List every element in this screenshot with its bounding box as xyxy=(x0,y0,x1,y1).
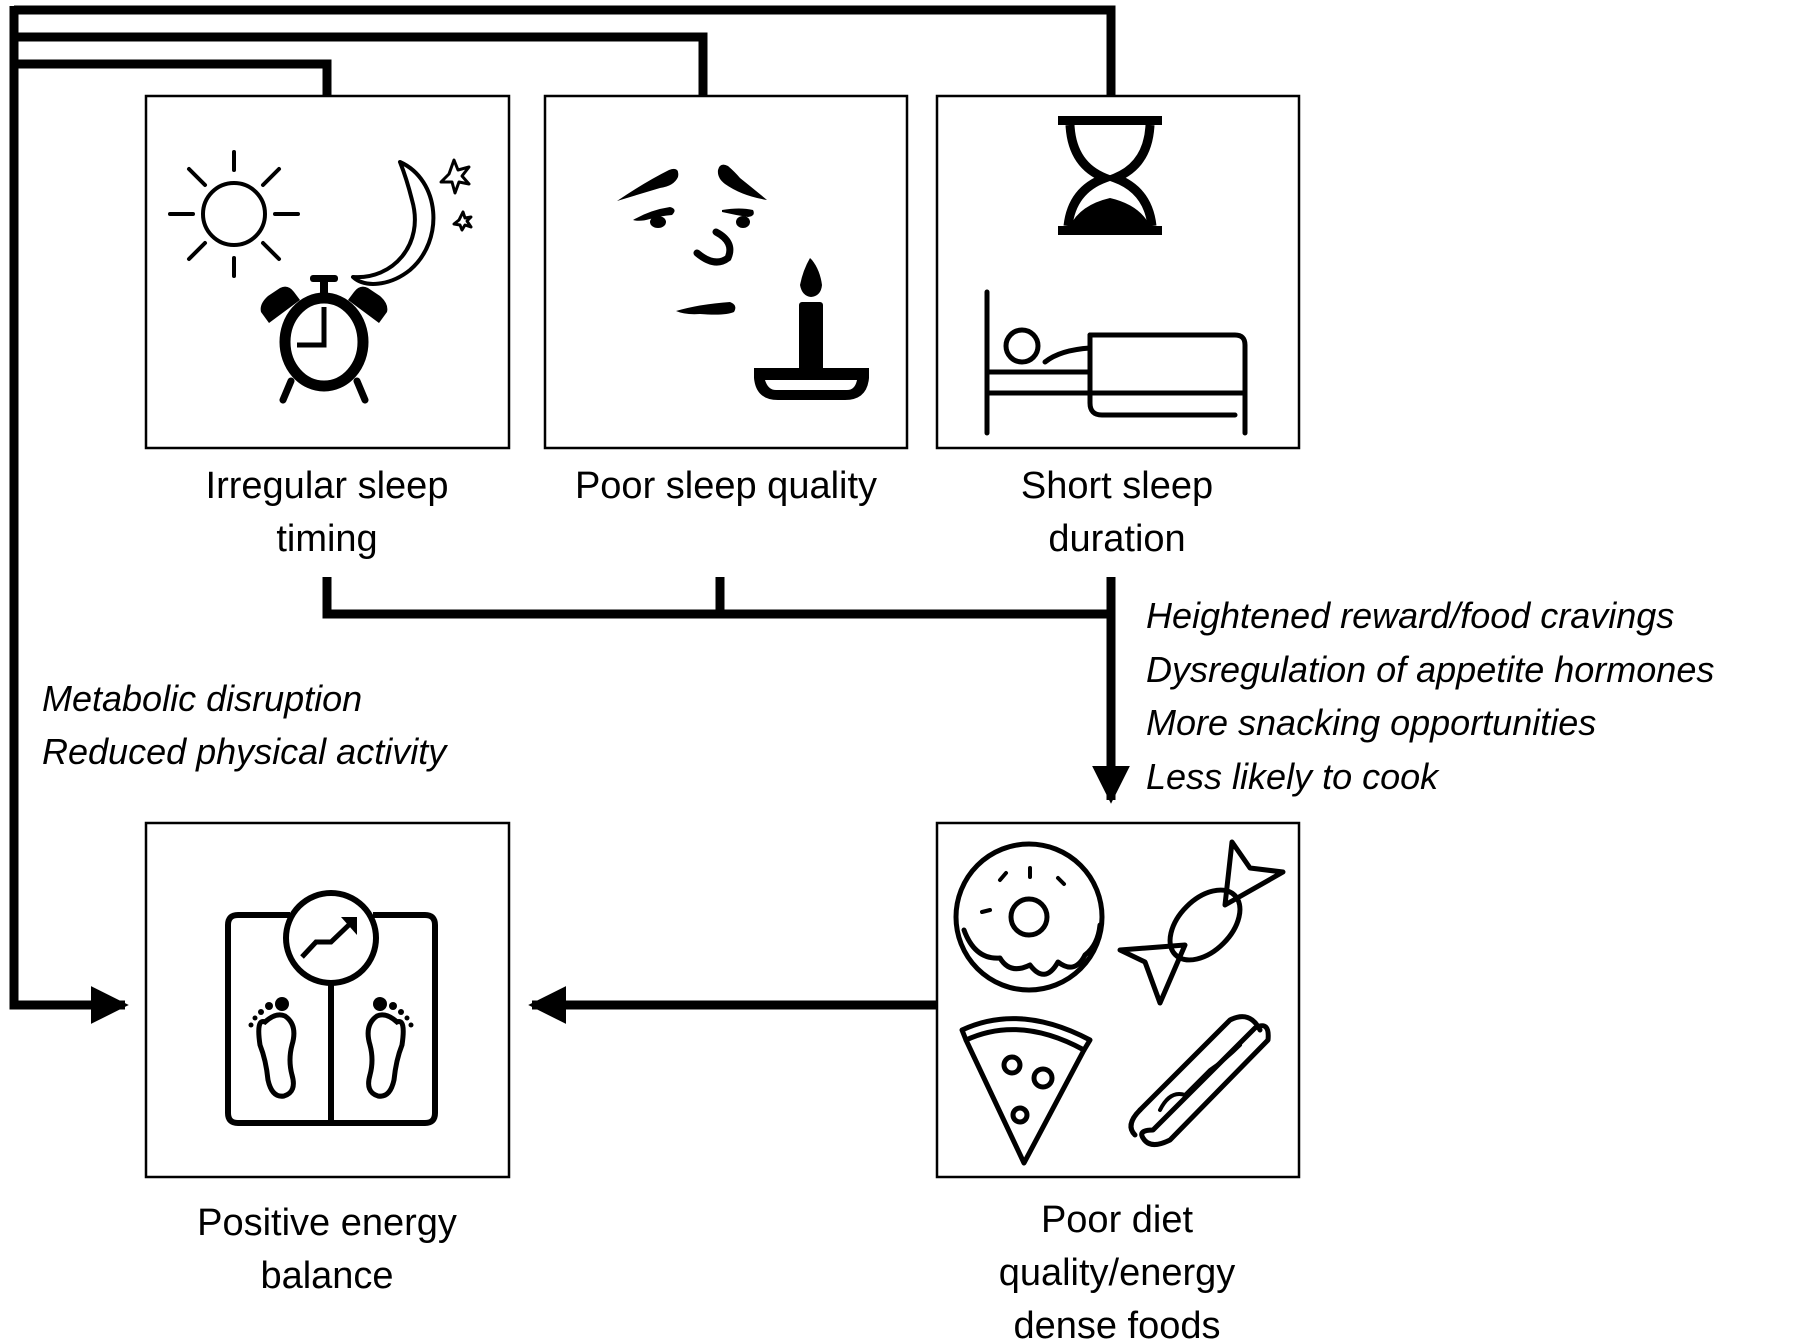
node-label-diet-line3: dense foods xyxy=(1013,1305,1220,1344)
node-label-diet-line1: Poor diet xyxy=(1041,1199,1194,1241)
star-small-icon xyxy=(452,210,473,232)
edge-short-duration-to-energy xyxy=(14,5,1116,96)
mechanism-text: Dysregulation of appetite hormones xyxy=(1146,649,1714,690)
node-box xyxy=(935,821,1301,1179)
node-label-irregular-line2: timing xyxy=(276,518,377,560)
tired-face-icon xyxy=(617,164,767,315)
node-positive-energy-balance xyxy=(144,821,511,1179)
weighing-scale-icon xyxy=(225,890,438,1126)
alarm-clock-icon xyxy=(260,275,388,404)
node-box xyxy=(935,94,1301,450)
node-poor-sleep-quality xyxy=(543,94,909,450)
node-label-short-line1: Short sleep xyxy=(1021,465,1213,507)
left-rail-arrow xyxy=(9,6,129,1024)
mechanism-text: More snacking opportunities xyxy=(1146,702,1596,743)
mechanism-text: Less likely to cook xyxy=(1146,756,1440,797)
candle-icon xyxy=(754,258,869,400)
node-label-diet-line2: quality/energy xyxy=(999,1252,1236,1294)
mechanism-text: Heightened reward/food cravings xyxy=(1146,595,1674,636)
node-short-sleep-duration xyxy=(935,94,1301,450)
node-label-short-line2: duration xyxy=(1048,518,1185,560)
star-icon xyxy=(439,158,471,195)
node-irregular-sleep-timing xyxy=(144,94,511,450)
hot-dog-icon xyxy=(1128,1014,1271,1147)
sun-icon xyxy=(168,150,300,278)
node-box xyxy=(144,94,511,450)
merge-bracket xyxy=(322,577,1111,619)
candy-icon xyxy=(1117,839,1286,1006)
mechanism-text: Metabolic disruption xyxy=(42,678,362,719)
connector-lines xyxy=(9,5,1130,1024)
edge-label-sleep-to-diet: Heightened reward/food cravings Dysregul… xyxy=(1146,595,1714,797)
hourglass-icon xyxy=(1058,116,1162,235)
node-label-energy-line1: Positive energy xyxy=(197,1202,457,1244)
donut-icon xyxy=(953,841,1105,993)
node-label-poor-quality: Poor sleep quality xyxy=(575,465,877,507)
edge-irregular-timing-to-energy xyxy=(14,59,332,96)
pizza-slice-icon xyxy=(959,1016,1093,1166)
node-label-irregular-line1: Irregular sleep xyxy=(206,465,449,507)
edge-poor-quality-to-energy xyxy=(14,32,708,96)
node-box xyxy=(144,821,511,1179)
edge-label-sleep-to-energy: Metabolic disruption Reduced physical ac… xyxy=(42,678,448,772)
moon-icon xyxy=(351,160,436,286)
node-label-energy-line2: balance xyxy=(260,1255,393,1297)
mechanism-text: Reduced physical activity xyxy=(42,731,448,772)
bed-icon xyxy=(984,289,1248,436)
node-poor-diet-quality xyxy=(935,821,1301,1179)
